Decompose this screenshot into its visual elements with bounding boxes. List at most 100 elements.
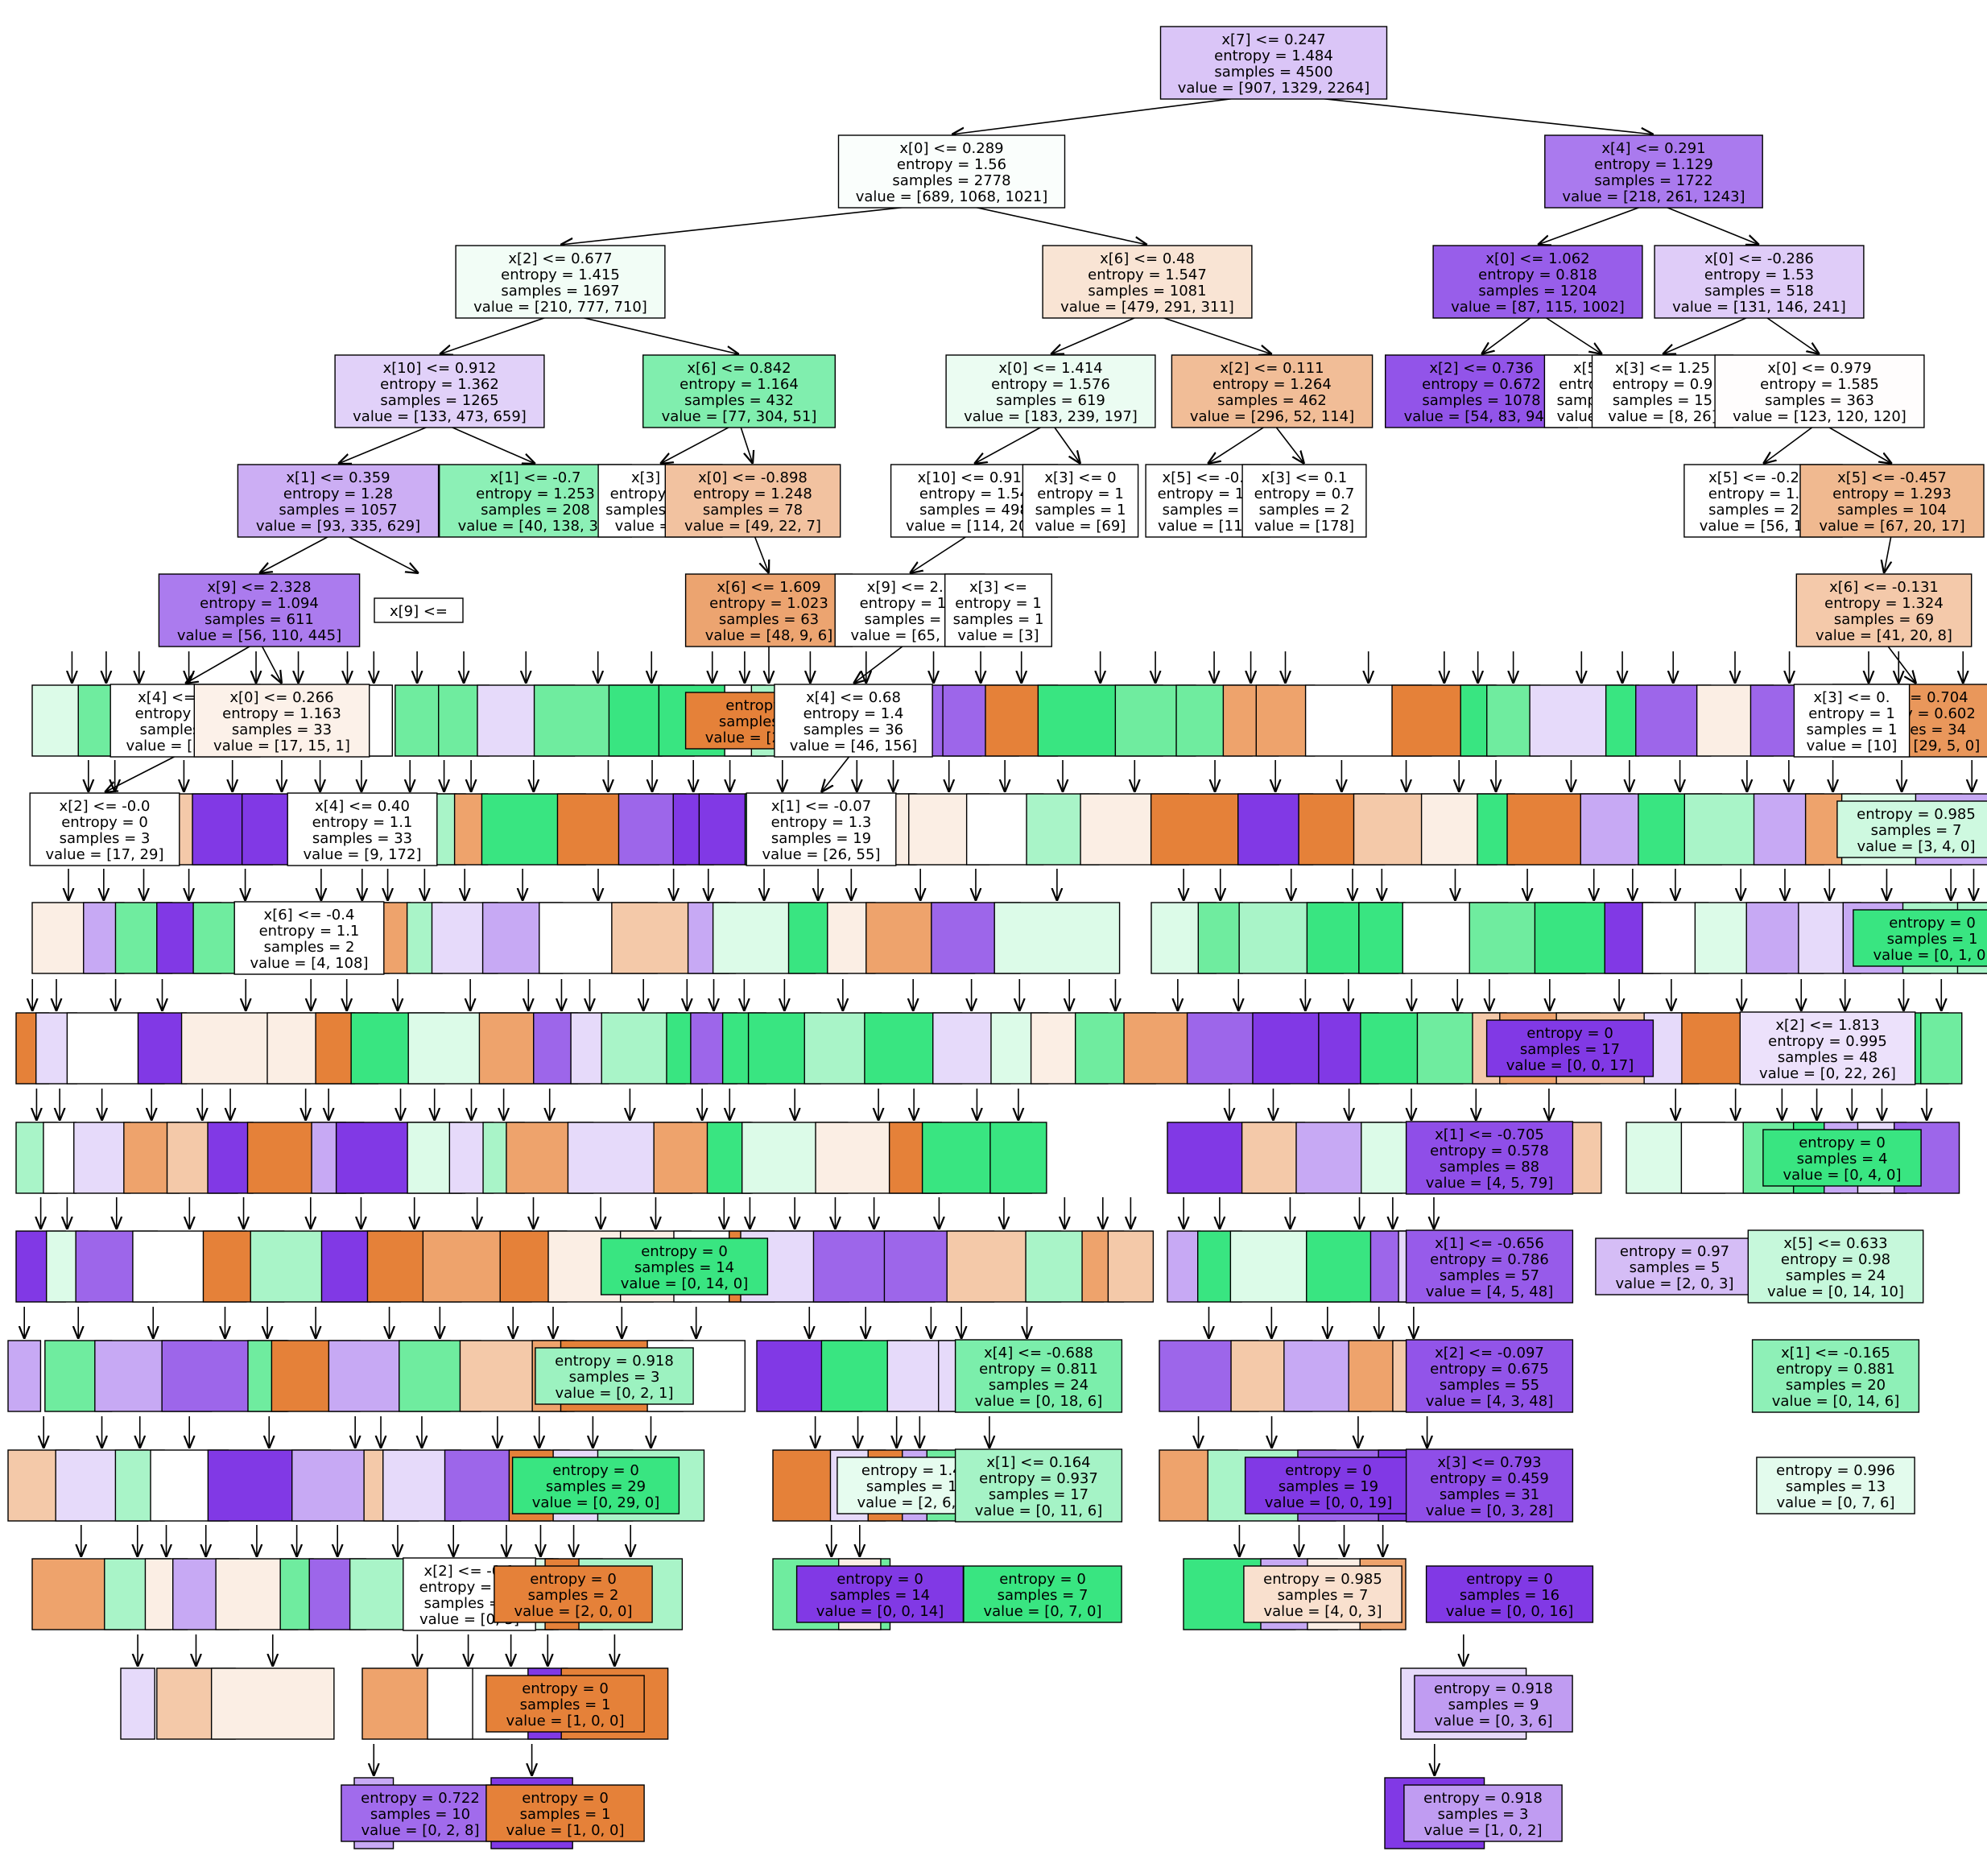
edge-n1-n16	[951, 201, 1147, 245]
tree-edges	[105, 93, 1916, 792]
node-entropy-label: entropy = 1.53	[1708, 486, 1818, 502]
node-entropy-label: entropy = 1.129	[1594, 156, 1713, 173]
node-box	[1714, 354, 1925, 428]
node-entropy-label: entropy = 0.672	[1422, 376, 1541, 393]
node-value-label: value = [49, 22, 7]	[684, 518, 821, 535]
node-entropy-label: entropy = 0.918	[555, 1353, 674, 1370]
node-box	[1853, 909, 1987, 967]
node-box	[1414, 1675, 1573, 1733]
edge-n0-n1	[952, 93, 1274, 134]
node-samples-label: samples = 619	[996, 392, 1105, 409]
node-samples-label: samples = 1	[1035, 502, 1126, 519]
node-value-label: value = [479, 291, 311]	[1060, 299, 1234, 316]
node-box	[455, 245, 666, 319]
node-value-label: value = [26, 55]	[762, 846, 881, 863]
node-samples-label: samples = 518	[1704, 283, 1814, 300]
node-samples-label: samples = 1	[1887, 931, 1978, 948]
node-value-label: value = [48, 9, 6]	[705, 627, 832, 644]
node-value-label: value = [0, 22, 26]	[1759, 1065, 1896, 1082]
node-split-label: x[6] <= 0.48	[1100, 250, 1195, 267]
node-entropy-label: entropy = 0	[530, 1571, 617, 1588]
node-box	[334, 354, 545, 428]
node-entropy-label: entropy = 1.253	[476, 486, 595, 502]
node-entropy-label: entropy = 0.786	[1430, 1251, 1549, 1268]
node-split-label: x[2] <= -0.1	[424, 1563, 515, 1580]
node-entropy-label: entropy = 0.97	[1620, 1243, 1729, 1260]
node-split-label: x[2] <= -0.0	[60, 798, 151, 815]
node-samples-label: samples = 88	[1440, 1159, 1539, 1176]
node-entropy-label: entropy = 0.811	[979, 1361, 1098, 1378]
node-value-label: value = [183, 239, 197]	[964, 408, 1138, 425]
node-value-label: value = [9, 172]	[304, 846, 422, 863]
node-samples-label: samples = 208	[481, 502, 590, 519]
node-box	[158, 573, 361, 647]
node-split-label: x[1] <= 0.164	[986, 1454, 1090, 1471]
node-samples-label: samples = 19	[1279, 1478, 1378, 1495]
node-box	[1485, 1019, 1654, 1077]
edge-n0-n26	[1273, 93, 1654, 134]
node-box	[1022, 464, 1139, 538]
node-box	[1799, 464, 1985, 538]
node-value-label: value = [69]	[1035, 518, 1126, 535]
node-split-label: x[1] <= 0.359	[286, 469, 390, 486]
node-entropy-label: entropy = 1.4	[803, 705, 904, 722]
filler-node-box	[137, 1012, 188, 1085]
edge-n16-n17	[1051, 312, 1148, 354]
edge-n3-n4	[338, 421, 440, 464]
node-samples-label: samples = 55	[1440, 1377, 1539, 1394]
node-entropy-label: entropy = 1.164	[680, 376, 799, 393]
node-samples-label: samples = 7	[1278, 1587, 1369, 1604]
node-box	[1793, 684, 1911, 758]
node-value-label: value = [0, 1, 0]	[1873, 947, 1987, 964]
node-value-label: value = [218, 261, 1243]	[1562, 188, 1745, 205]
edge-n26-n27	[1538, 201, 1654, 245]
node-split-label: x[0] <= 1.062	[1485, 250, 1589, 267]
node-box	[287, 792, 438, 866]
edge-n16-n23	[1146, 312, 1272, 354]
filler-node-box	[207, 1122, 254, 1194]
node-samples-label: samples = 1057	[279, 502, 397, 519]
filler-node-box	[395, 684, 440, 757]
node-value-label: value = [0, 3, 6]	[1435, 1713, 1553, 1729]
node-box	[1795, 573, 1973, 647]
node-samples-label: samples = 1	[520, 1806, 611, 1823]
node-samples-label: samples = 13	[1786, 1478, 1886, 1495]
node-value-label: value = [2, 0, 3]	[1616, 1275, 1734, 1292]
node-split-label: x[0] <= 1.414	[998, 360, 1102, 377]
node-value-label: value = [56, 110, 445]	[177, 627, 341, 644]
node-box	[1751, 1339, 1920, 1413]
node-box	[642, 354, 837, 428]
node-entropy-label: entropy = 1.163	[222, 705, 341, 722]
node-samples-label: samples = 17	[1520, 1041, 1620, 1058]
node-entropy-label: entropy = 1	[1808, 705, 1895, 722]
node-entropy-label: entropy = 1.293	[1832, 486, 1952, 502]
node-split-label: x[0] <= -0.286	[1704, 250, 1814, 267]
node-samples-label: samples = 3	[1438, 1806, 1529, 1823]
node-split-label: x[2] <= 0.111	[1220, 360, 1324, 377]
node-split-label: x[2] <= 1.813	[1775, 1017, 1879, 1034]
node-entropy-label: entropy = 0	[837, 1571, 923, 1588]
node-value-label: value = [0, 3, 28]	[1426, 1502, 1553, 1519]
node-entropy-label: entropy = 0.985	[1263, 1571, 1382, 1588]
filler-node-box	[1605, 684, 1640, 757]
node-entropy-label: entropy = 0	[1526, 1025, 1613, 1042]
node-entropy-label: entropy = 1.46	[861, 1462, 971, 1479]
node-box	[837, 134, 1066, 209]
